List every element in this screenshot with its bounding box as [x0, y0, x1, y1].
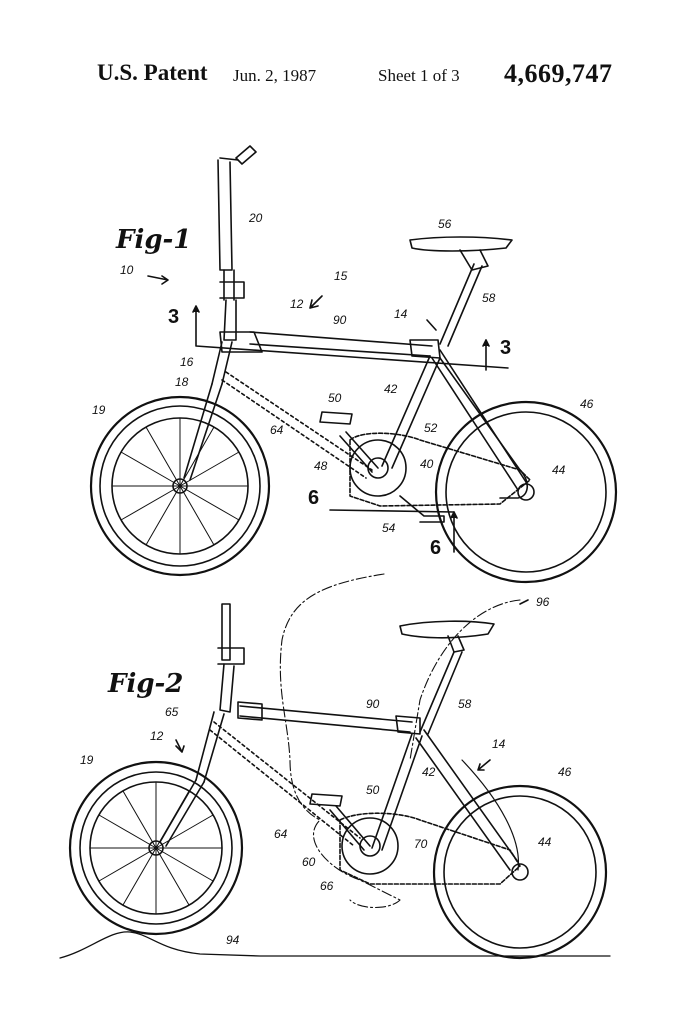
- ref-90-fig2: 90: [366, 697, 380, 711]
- sheet-number: Sheet 1 of 3: [378, 66, 460, 85]
- ref-50: 50: [328, 391, 342, 405]
- ref-50-fig2: 50: [366, 783, 380, 797]
- ref-18: 18: [175, 375, 189, 389]
- ref-10: 10: [120, 263, 134, 277]
- ref-90: 90: [333, 313, 347, 327]
- ref-66: 66: [320, 879, 334, 893]
- ref-64-fig2: 64: [274, 827, 288, 841]
- patent-number: 4,669,747: [504, 59, 613, 88]
- figure-1-title: Fig-1: [115, 225, 191, 255]
- figure-2-bicycle-with-rider: [59, 573, 611, 960]
- section-3-left: 3: [168, 306, 179, 328]
- ref-65: 65: [165, 705, 179, 719]
- ref-16: 16: [180, 355, 194, 369]
- ref-42: 42: [384, 382, 398, 396]
- rear-wheel-fig2: [432, 784, 608, 960]
- ref-58: 58: [482, 291, 496, 305]
- ref-19-fig2: 19: [80, 753, 94, 767]
- ref-40: 40: [420, 457, 434, 471]
- ref-46-fig2: 46: [558, 765, 572, 779]
- section-3-right: 3: [500, 337, 511, 359]
- ref-44-fig2: 44: [538, 835, 552, 849]
- ref-52: 52: [424, 421, 438, 435]
- ref-12-fig2: 12: [150, 729, 164, 743]
- section-6-right: 6: [430, 537, 441, 559]
- ref-42-fig2: 42: [422, 765, 436, 779]
- ref-58-fig2: 58: [458, 697, 472, 711]
- ref-14: 14: [394, 307, 408, 321]
- figure-labels: Fig-1 20 10 15 12 3 3 90 14 56 58 16 18 …: [80, 211, 594, 947]
- ref-12: 12: [290, 297, 304, 311]
- ref-15: 15: [334, 269, 348, 283]
- patent-date: Jun. 2, 1987: [233, 66, 317, 85]
- ref-54: 54: [382, 521, 396, 535]
- ref-20: 20: [248, 211, 263, 225]
- ref-19: 19: [92, 403, 106, 417]
- ref-46: 46: [580, 397, 594, 411]
- front-wheel: [89, 395, 271, 577]
- ref-56: 56: [438, 217, 452, 231]
- ref-70: 70: [414, 837, 428, 851]
- patent-header: U.S. Patent Jun. 2, 1987 Sheet 1 of 3 4,…: [0, 58, 697, 98]
- ref-44: 44: [552, 463, 566, 477]
- ref-64: 64: [270, 423, 284, 437]
- front-wheel-fig2: [68, 760, 244, 936]
- ref-94: 94: [226, 933, 240, 947]
- ref-96: 96: [536, 595, 550, 609]
- ref-48: 48: [314, 459, 328, 473]
- ref-60: 60: [302, 855, 316, 869]
- section-6-left: 6: [308, 487, 319, 509]
- figure-2-title: Fig-2: [107, 669, 183, 699]
- ref-14-fig2: 14: [492, 737, 506, 751]
- figure-1-bicycle: [89, 145, 618, 584]
- patent-label: U.S. Patent: [97, 60, 208, 85]
